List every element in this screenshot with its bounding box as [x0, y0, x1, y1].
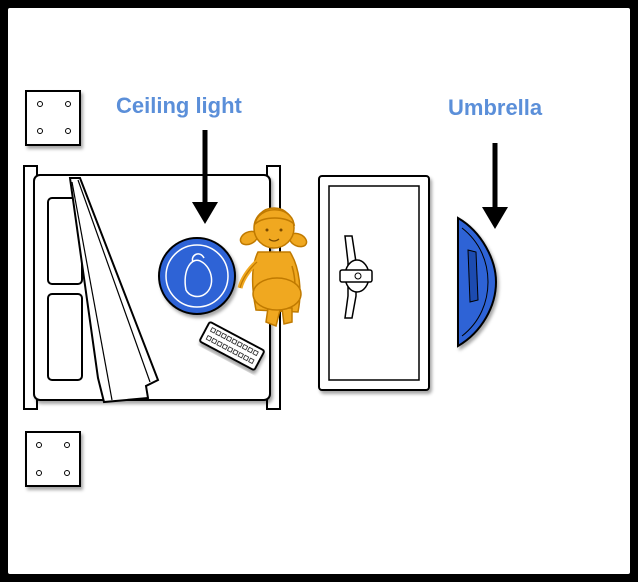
remote-control-icon [199, 321, 265, 371]
child-figure-icon [237, 207, 308, 328]
ceiling-light-icon [158, 237, 236, 315]
floor-plan-svg: Ceiling light Umbrella [23, 90, 543, 487]
umbrella-icon [457, 216, 498, 348]
television-icon [318, 175, 430, 391]
floor-plan-canvas: Ceiling light Umbrella [8, 8, 630, 574]
nightstand-bottom-icon [25, 431, 81, 487]
ceiling-light-arrow [192, 130, 218, 224]
umbrella-label: Umbrella [448, 95, 543, 120]
nightstand-top-icon [25, 90, 81, 146]
umbrella-arrow [482, 143, 508, 229]
ceiling-light-label: Ceiling light [116, 93, 243, 118]
